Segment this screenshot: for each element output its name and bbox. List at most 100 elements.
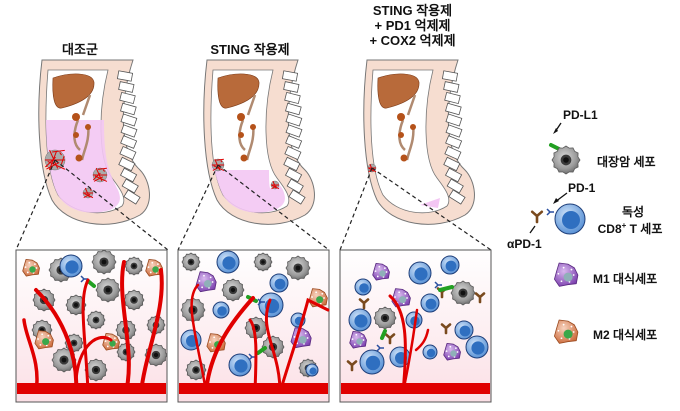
vertebra <box>285 113 303 127</box>
pd-1-receptor <box>257 298 265 306</box>
vertebra <box>285 124 303 138</box>
legend-tumor-cell-icon <box>549 122 581 175</box>
m1-macrophage <box>443 343 461 361</box>
cd8-t-cell <box>354 278 372 296</box>
cd8-t-cell <box>348 308 372 332</box>
legend-tcell-label: 독성 CD8+ T 세포 <box>598 205 668 236</box>
cd8-t-cell <box>216 250 240 274</box>
tumor-cell <box>373 306 397 330</box>
cd8-t-cell <box>420 293 440 313</box>
pd-l1-ligand <box>86 279 96 288</box>
pd-l1-ligand <box>438 285 454 292</box>
lymph-node <box>85 124 91 130</box>
legend-m1-label: M1 대식세포 <box>593 272 658 286</box>
vertebra <box>116 70 134 82</box>
legend-pd1-label: PD-1 <box>568 181 596 195</box>
anti-pd1-antibody <box>346 360 358 372</box>
zoom-line-left <box>177 164 219 251</box>
panel-title-sting: STING 작용제 <box>210 42 290 57</box>
vertebra <box>443 81 460 93</box>
vertebra <box>120 102 137 116</box>
abdomen-sting <box>177 59 330 251</box>
cd8-t-cell <box>359 349 385 375</box>
tumor-cell <box>221 278 245 302</box>
tumor-cell <box>181 252 201 272</box>
m2-macrophage <box>22 259 40 277</box>
lymph-node <box>73 132 79 138</box>
vertebra <box>443 156 461 172</box>
antibody-arrow <box>529 225 536 234</box>
vertebra <box>120 124 138 138</box>
m2-macrophage <box>34 330 54 350</box>
liver <box>217 73 260 109</box>
pd-l1-ligand <box>256 346 267 355</box>
peritoneal-tumor <box>82 187 94 199</box>
vertebra <box>448 189 466 205</box>
vertebra <box>119 167 138 183</box>
anti-pd1-antibody <box>440 323 452 335</box>
anti-pd1-antibody <box>474 292 486 304</box>
vertebra <box>288 189 306 205</box>
legend-pdl1-label: PD-L1 <box>563 108 598 122</box>
panel-title-combo-line1: STING 작용제 <box>372 3 453 18</box>
cd8-t-cell <box>59 254 83 278</box>
tumor-cell <box>450 280 476 306</box>
m1-macrophage <box>349 331 367 349</box>
cd8-t-cell <box>465 335 489 359</box>
legend-tcell-line1: 독성 <box>621 205 645 219</box>
legend-m2-label: M2 대식세포 <box>593 328 658 342</box>
vertebra <box>119 91 136 105</box>
abdomen-combo <box>339 59 492 251</box>
liver <box>52 73 95 109</box>
vertebra <box>441 70 459 82</box>
blood-vessel-branch <box>388 294 407 394</box>
vertebra <box>118 156 136 172</box>
lymph-node <box>240 154 248 162</box>
tumor-cell <box>65 294 87 316</box>
vertebra <box>283 156 301 172</box>
legend-tcell-line2: CD8+ T 세포 <box>597 221 663 236</box>
liver <box>377 73 420 109</box>
m2-macrophage <box>145 259 163 277</box>
peritoneal-tumor <box>92 167 108 183</box>
vertebra <box>444 167 463 183</box>
microenvironment-box-control <box>15 249 168 403</box>
main-blood-vessel <box>341 383 490 394</box>
vertebra <box>123 189 141 205</box>
blood-vessel-branch <box>401 308 419 394</box>
cd8-t-cell <box>389 346 411 368</box>
panel-title-control: 대조군 <box>62 42 98 57</box>
zoom-line-left <box>15 159 56 251</box>
pd-1-receptor <box>546 208 554 216</box>
lymph-node <box>237 113 245 121</box>
cd8-t-cell <box>408 261 432 285</box>
blood-vessel-branch <box>264 298 282 394</box>
vertebra <box>445 102 462 116</box>
blood-vessel-branch <box>74 336 113 394</box>
legend-antibody-label: αPD-1 <box>507 237 542 251</box>
zoom-line-right <box>217 164 330 251</box>
cd8-t-cell <box>269 273 289 293</box>
blood-vessel-branch <box>139 268 164 394</box>
microenvironment-box-combo <box>339 249 492 403</box>
m1-macrophage <box>372 263 390 281</box>
cd8-t-cell <box>440 255 460 275</box>
pd-l1-ligand <box>549 143 561 151</box>
legend-tcell-icon <box>529 192 586 235</box>
lymph-node <box>410 124 416 130</box>
blood-vessel-branch <box>190 283 208 394</box>
microenvironment-box-sting <box>177 249 330 403</box>
legend-tumor-cell-label: 대장암 세포 <box>597 155 656 169</box>
tumor-cell <box>124 256 144 276</box>
tumor-cell <box>91 249 117 275</box>
cd8-t-cell <box>228 353 252 377</box>
cd8-t-cell <box>305 363 319 377</box>
pd1-arrowhead <box>553 198 559 204</box>
vertebra <box>285 102 302 116</box>
cd8-t-cell <box>554 203 586 235</box>
vertebra <box>444 91 461 105</box>
zoom-line-right <box>371 167 492 251</box>
lymph-node <box>238 132 244 138</box>
vertebra <box>118 81 135 93</box>
